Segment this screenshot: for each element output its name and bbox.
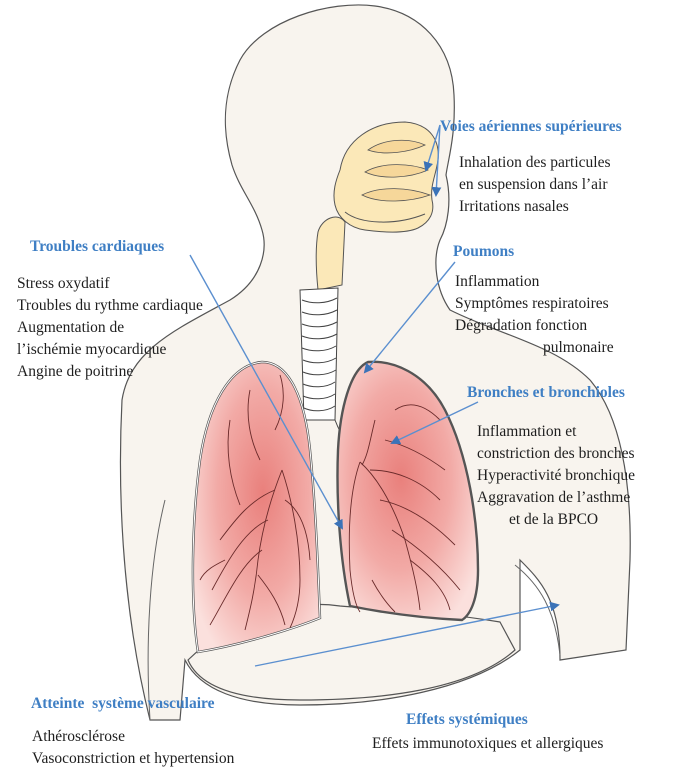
- list-item: Stress oxydatif: [17, 273, 203, 295]
- list-item: Angine de poitrine: [17, 361, 203, 383]
- lungs-title: Poumons: [453, 241, 514, 263]
- bronchi-title: Bronches et bronchioles: [467, 382, 625, 404]
- list-item: Symptômes respiratoires: [455, 293, 614, 315]
- list-item: Aggravation de l’asthme: [477, 487, 635, 509]
- list-item: en suspension dans l’air: [459, 174, 611, 196]
- vascular-title: Atteinte système vasculaire: [31, 693, 215, 715]
- list-item: Irritations nasales: [459, 196, 611, 218]
- list-item: Troubles du rythme cardiaque: [17, 295, 203, 317]
- cardiac-list: Stress oxydatif Troubles du rythme cardi…: [17, 273, 203, 383]
- list-item: Inhalation des particules: [459, 152, 611, 174]
- list-item: constriction des bronches: [477, 443, 635, 465]
- list-item: Hyperactivité bronchique: [477, 465, 635, 487]
- pharynx: [316, 217, 345, 290]
- list-item: et de la BPCO: [477, 509, 635, 531]
- list-item: Inflammation: [455, 271, 614, 293]
- list-item: Vasoconstriction et hypertension: [32, 748, 234, 769]
- bronchi-list: Inflammation et constriction des bronche…: [477, 421, 635, 531]
- lungs-list: Inflammation Symptômes respiratoires Dég…: [455, 271, 614, 359]
- list-item: l’ischémie myocardique: [17, 339, 203, 361]
- vascular-list: Athérosclérose Vasoconstriction et hyper…: [32, 726, 234, 769]
- systemic-list: Effets immunotoxiques et allergiques: [372, 733, 603, 755]
- list-item: Dégradation fonction: [455, 315, 614, 337]
- list-item: Effets immunotoxiques et allergiques: [372, 733, 603, 755]
- systemic-title: Effets systémiques: [406, 709, 528, 731]
- upper-airways-list: Inhalation des particules en suspension …: [459, 152, 611, 218]
- list-item: Inflammation et: [477, 421, 635, 443]
- cardiac-title: Troubles cardiaques: [30, 236, 164, 258]
- upper-airways-title: Voies aériennes supérieures: [440, 116, 622, 138]
- list-item: Athérosclérose: [32, 726, 234, 748]
- list-item: Augmentation de: [17, 317, 203, 339]
- list-item: pulmonaire: [455, 337, 614, 359]
